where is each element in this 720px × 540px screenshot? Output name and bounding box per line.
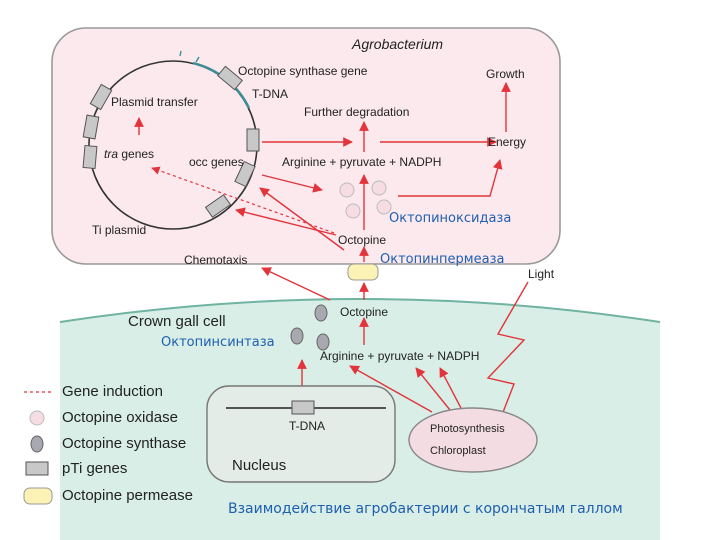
octopine-synthase-gene-label: Octopine synthase gene (238, 64, 368, 78)
figure-caption: Взаимодействие агробактерии с корончатым… (228, 501, 623, 517)
octopine-oxidase-particles (339, 180, 392, 219)
light-label: Light (528, 267, 555, 281)
ti-plasmid-label: Ti plasmid (92, 223, 147, 237)
legend-gene-induction: Gene induction (62, 383, 163, 400)
agrobacterium-title: Agrobacterium (352, 36, 444, 52)
octopine-permease (347, 263, 379, 281)
nucleus (206, 385, 396, 483)
crown-gall-cell-label: Crown gall cell (128, 313, 226, 330)
octopine-synthase-ru-label: Октопинсинтаза (161, 335, 275, 350)
arg-pyr-nadph-top-label: Arginine + pyruvate + NADPH (282, 155, 442, 169)
crown-gall-cell-membrane (59, 298, 661, 323)
legend-octopine-oxidase: Octopine oxidase (62, 409, 178, 426)
t-dna-insert (291, 400, 315, 415)
bacterium-arrows (134, 82, 511, 262)
arg-pyr-nadph-bottom-label: Arginine + pyruvate + NADPH (320, 349, 480, 363)
pti-gene-boxes (82, 65, 260, 218)
agrobacterium-cell (51, 27, 561, 265)
plasmid-transfer-label: Plasmid transfer (111, 95, 198, 109)
occ-genes-label: occ genes (189, 155, 244, 169)
octopine-permease-ru-label: Октопинпермеаза (380, 252, 505, 267)
further-degradation-label: Further degradation (304, 105, 410, 119)
legend-octopine-permease: Octopine permease (62, 487, 193, 504)
tra-genes-label: tra genes (104, 148, 154, 160)
octopine-outside-label: Octopine (340, 305, 389, 319)
nucleus-label: Nucleus (232, 457, 287, 474)
octopine-bacterium-label: Octopine (338, 233, 387, 247)
chemotaxis-label: Chemotaxis (184, 253, 248, 267)
octopine-synthase-particles (290, 304, 330, 351)
chloroplast (408, 407, 538, 473)
tra-italic: tra (104, 147, 119, 161)
t-dna-nucleus-label: T-DNA (289, 419, 325, 433)
energy-label: Energy (488, 135, 527, 149)
gene-induction-arrow (151, 166, 335, 234)
legend-pti-genes: pTi genes (62, 460, 128, 477)
chloroplast-label: Chloroplast (430, 445, 486, 457)
legend-octopine-synthase: Octopine synthase (62, 435, 187, 452)
photosynthesis-label: Photosynthesis (430, 423, 505, 435)
legend-swatches (23, 391, 53, 505)
octopine-oxidase-ru-label: Октопиноксидаза (389, 211, 512, 226)
tra-genes-rest: genes (118, 147, 155, 161)
t-dna-plasmid-label: T-DNA (252, 87, 288, 101)
outside-arrows (261, 267, 529, 421)
growth-label: Growth (486, 67, 525, 81)
